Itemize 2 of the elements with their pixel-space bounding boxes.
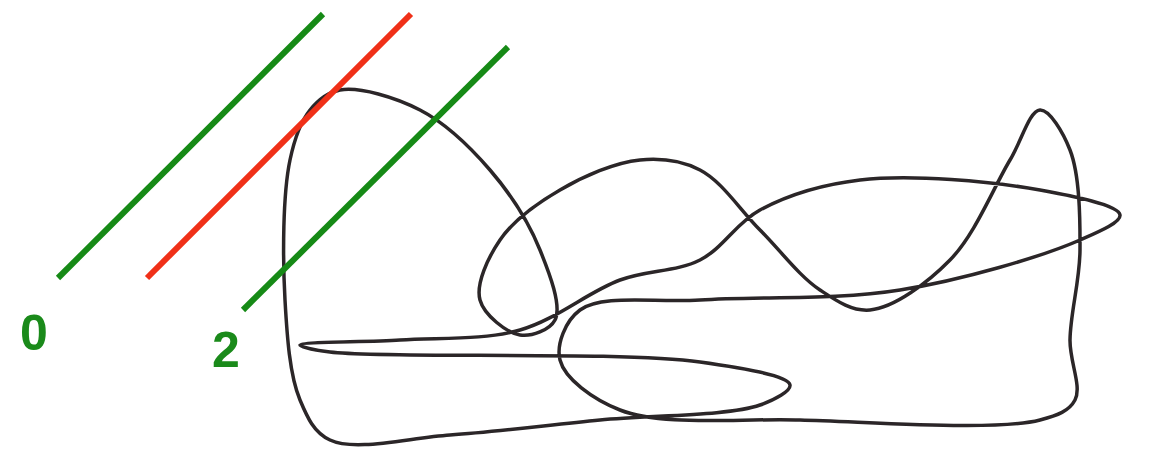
number-label: 2: [212, 325, 240, 375]
number-label: 0: [20, 308, 48, 358]
